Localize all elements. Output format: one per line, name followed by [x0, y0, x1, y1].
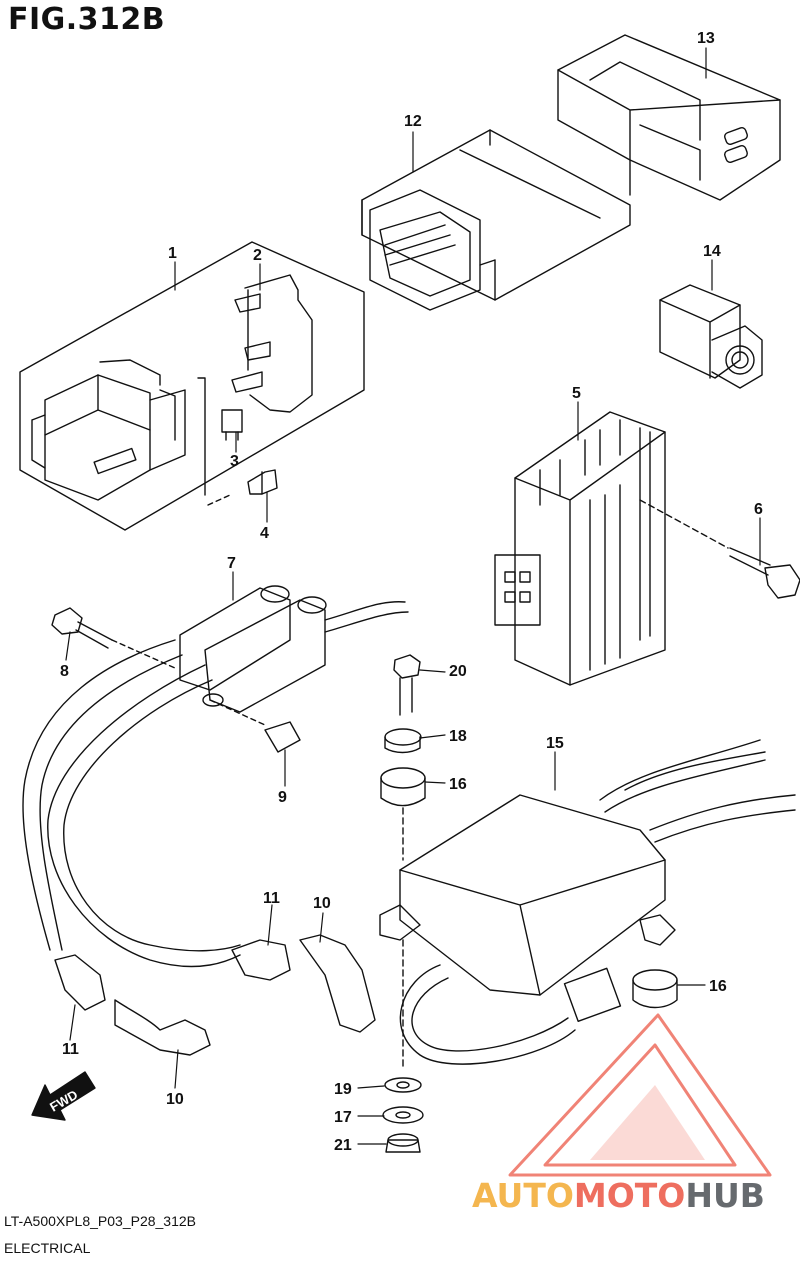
watermark-hub: HUB [685, 1176, 765, 1215]
callout-18: 18 [449, 728, 467, 745]
callout-21: 21 [334, 1137, 352, 1154]
part-13-cover [557, 34, 781, 201]
callout-9: 9 [278, 789, 287, 806]
callout-14: 14 [703, 243, 721, 260]
part-8-bolt [51, 607, 176, 669]
callout-5: 5 [572, 385, 581, 402]
callout-4: 4 [260, 525, 269, 542]
callout-10b: 10 [166, 1091, 184, 1108]
callout-6: 6 [754, 501, 763, 518]
callout-20: 20 [449, 663, 467, 680]
callout-12: 12 [404, 113, 422, 130]
callout-labels: 1 2 3 4 5 6 7 8 9 10 10 11 11 12 13 14 1… [47, 30, 763, 1154]
part-10-11-plug-caps [54, 934, 376, 1056]
fwd-arrow-icon [31, 1071, 96, 1121]
watermark-text: AUTOMOTOHUB [472, 1176, 765, 1215]
part-1-relay-group [19, 241, 365, 531]
part-7-ignition-coil [22, 585, 409, 968]
part-15-controller [379, 739, 796, 1065]
callout-16a: 16 [449, 776, 467, 793]
callout-10a: 10 [313, 895, 331, 912]
leader-lines [65, 47, 761, 1145]
callout-7: 7 [227, 555, 236, 572]
part-12-ecu [361, 129, 631, 311]
callout-2: 2 [253, 247, 262, 264]
callout-16b: 16 [709, 978, 727, 995]
watermark-moto: MOTO [573, 1176, 686, 1215]
callout-3: 3 [230, 453, 239, 470]
part-14-relay [659, 284, 763, 389]
callout-19: 19 [334, 1081, 352, 1098]
part-5-regulator [494, 411, 666, 686]
callout-8: 8 [60, 663, 69, 680]
model-code: LT-A500XPL8_P03_P28_312B [4, 1213, 197, 1229]
callout-1: 1 [168, 245, 177, 262]
category-label: ELECTRICAL [4, 1240, 91, 1256]
callout-11a: 11 [263, 890, 280, 907]
part-6-bolt [639, 499, 800, 599]
callout-13: 13 [697, 30, 715, 47]
callout-17: 17 [334, 1109, 352, 1126]
callout-15: 15 [546, 735, 564, 752]
watermark-auto: AUTO [472, 1176, 574, 1215]
fasteners-16-21 [380, 654, 678, 1153]
figure-title: FIG.312B [8, 2, 166, 37]
watermark-logo-icon [508, 1013, 772, 1177]
callout-11b: 11 [62, 1041, 79, 1058]
